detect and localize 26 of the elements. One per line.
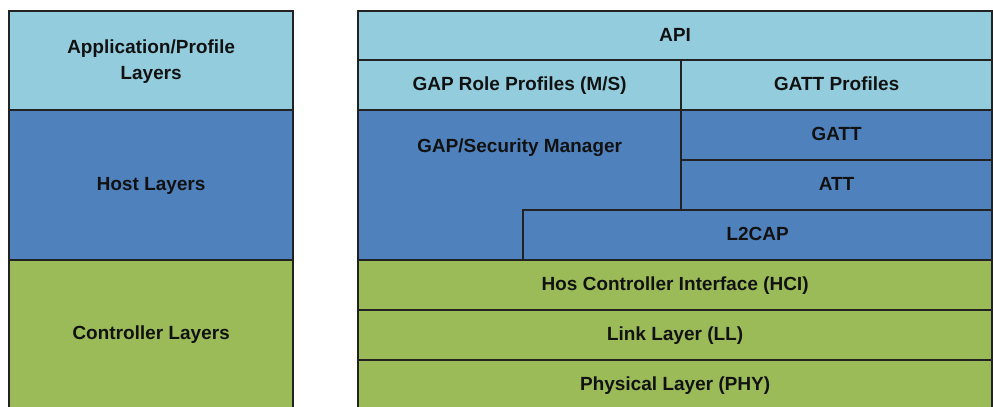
layer-label: GATT Profiles	[774, 73, 900, 98]
layer-label: Application/Profile Layers	[66, 36, 236, 86]
layer-box	[357, 109, 682, 261]
layer-label: L2CAP	[726, 223, 789, 248]
layer-label: Controller Layers	[72, 322, 230, 346]
layer-box	[522, 209, 993, 261]
layer-box	[357, 10, 993, 61]
layer-box	[680, 109, 993, 161]
layer-box	[357, 59, 682, 111]
layer-box	[357, 259, 993, 311]
layer-box	[680, 59, 993, 111]
layer-box	[8, 109, 294, 261]
layer-box	[357, 309, 993, 361]
layer-box	[357, 359, 993, 407]
layer-box	[8, 259, 294, 407]
layer-label: Physical Layer (PHY)	[580, 373, 770, 398]
layer-label: API	[659, 24, 691, 48]
layer-box	[8, 10, 294, 111]
layer-label: Link Layer (LL)	[606, 323, 744, 348]
layer-label: Host Layers	[96, 173, 206, 198]
layer-label: GATT	[811, 123, 862, 148]
layer-label: Hos Controller Interface (HCI)	[541, 273, 809, 298]
layer-label: GAP Role Profiles (M/S)	[412, 73, 626, 98]
layer-label: ATT	[818, 173, 854, 198]
layer-label: GAP/Security Manager	[417, 135, 622, 160]
layer-box	[680, 159, 993, 211]
